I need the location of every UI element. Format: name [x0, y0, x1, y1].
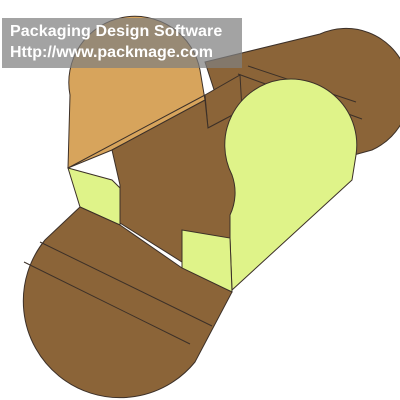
- front-floor-flap: [22, 206, 233, 399]
- crease-line-front-1: [39, 241, 213, 327]
- right-arch-wall: [224, 78, 358, 292]
- crease-line-front-2: [23, 261, 191, 345]
- watermark-url: Http://www.packmage.com: [10, 44, 213, 61]
- watermark-banner: Packaging Design Software Http://www.pac…: [2, 18, 242, 68]
- crease-line-left-wall: [67, 94, 206, 169]
- watermark-title: Packaging Design Software: [10, 23, 223, 40]
- left-end-side-panel: [67, 167, 121, 226]
